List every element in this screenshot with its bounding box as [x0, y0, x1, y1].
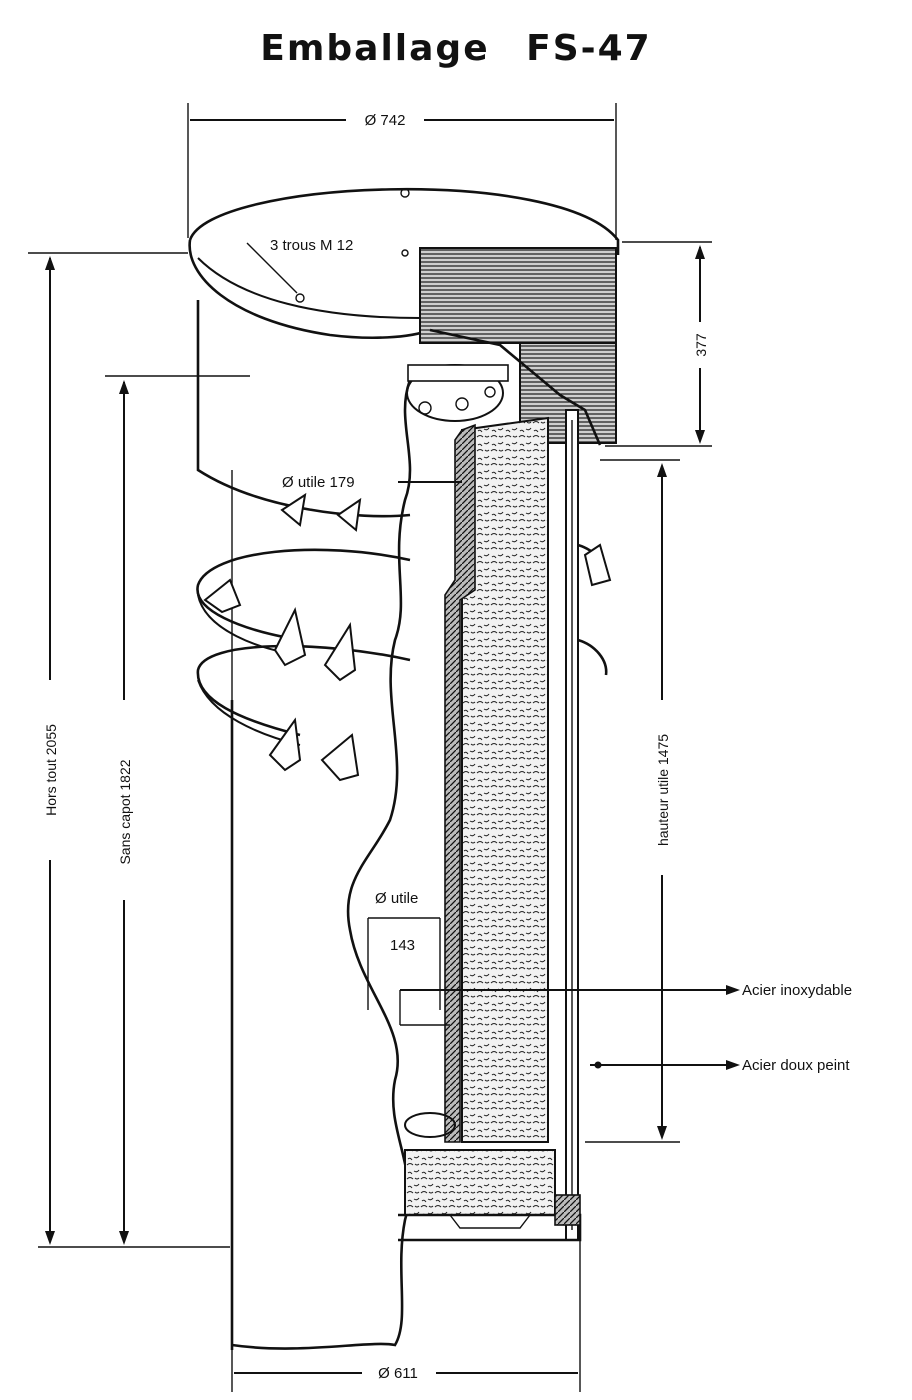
top-diameter-label: Ø 742 — [365, 112, 406, 129]
lid: 3 trous M 12 — [188, 187, 620, 446]
dim-useful-height: hauteur utile 1475 — [585, 459, 680, 1143]
overall-height-label: Hors tout 2055 — [43, 724, 59, 816]
lid-hole — [400, 188, 410, 198]
bottom-diameter-label: Ø 611 — [378, 1365, 418, 1382]
lid-wood-insulation — [419, 247, 617, 344]
diagram-title: Emballage FS-47 — [260, 28, 652, 69]
useful-diameter-lower-label-a: Ø utile — [375, 890, 418, 907]
useful-diameter-top: Ø utile 179 — [282, 474, 462, 491]
inner-closure — [406, 364, 509, 422]
bolt-holes-label: 3 trous M 12 — [270, 237, 353, 254]
inner-vessel-section — [398, 409, 582, 1242]
lid-height-label: 377 — [693, 333, 709, 357]
useful-height-label: hauteur utile 1475 — [655, 734, 671, 846]
dim-overall-height: Hors tout 2055 — [28, 252, 230, 1248]
mild-steel-label: Acier doux peint — [742, 1057, 850, 1074]
callout-stainless: Acier inoxydable — [399, 982, 852, 1026]
stainless-label: Acier inoxydable — [742, 982, 852, 999]
dim-lid-height: 377 — [605, 241, 712, 447]
lid-hole — [295, 293, 305, 303]
dim-bottom-diameter: Ø 611 — [231, 1240, 581, 1392]
without-cap-label: Sans capot 1822 — [117, 759, 133, 864]
drum-shell — [196, 300, 412, 1350]
useful-diameter-top-label: Ø utile 179 — [282, 474, 355, 491]
useful-diameter-lower: Ø utile 143 — [367, 890, 441, 1010]
callout-mild-steel: Acier doux peint — [590, 1057, 850, 1074]
dim-top-diameter: Ø 742 — [187, 103, 617, 240]
dim-without-cap: Sans capot 1822 — [105, 375, 250, 1245]
lifting-rings — [196, 492, 612, 782]
useful-diameter-lower-label-b: 143 — [390, 937, 415, 954]
lid-hole — [401, 249, 409, 257]
